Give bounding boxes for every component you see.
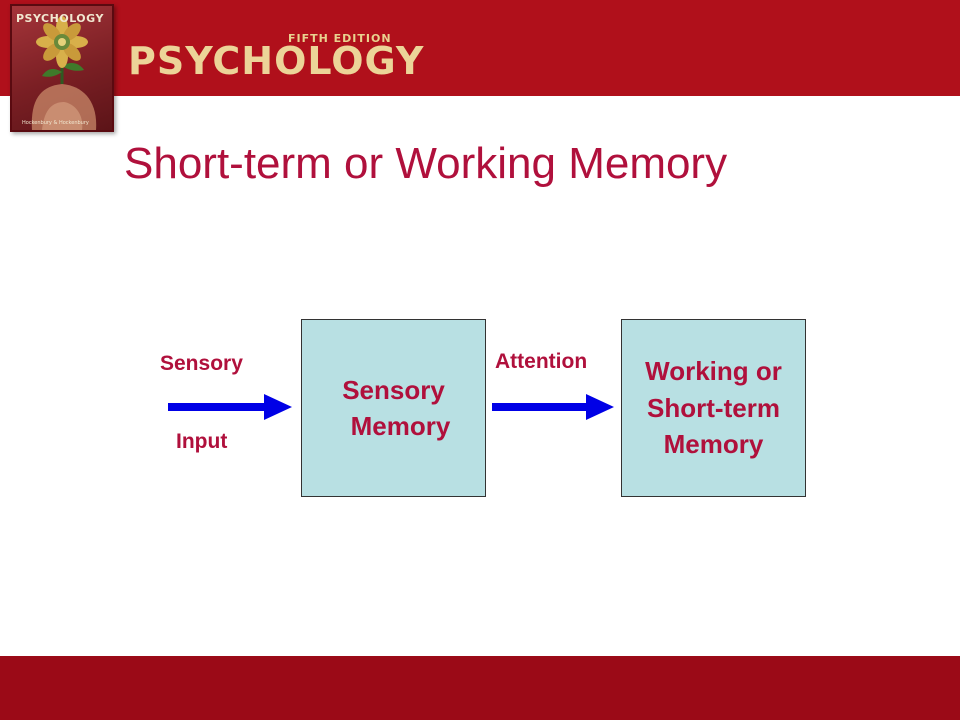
sensory-memory-line-2: Memory (350, 411, 451, 441)
edition-label: FIFTH EDITION (288, 32, 392, 45)
cover-title: PSYCHOLOGY (16, 12, 104, 25)
working-memory-line-1: Working or (645, 356, 782, 387)
working-memory-line-2: Short-term (647, 392, 780, 423)
book-cover-image: PSYCHOLOGY Hockenbury & Hockenbury (10, 4, 114, 132)
flower-head-illustration (31, 16, 97, 130)
book-title: PSYCHOLOGY (128, 39, 425, 83)
slide-title: Short-term or Working Memory (124, 139, 728, 188)
attention-arrow (492, 394, 614, 420)
sensory-input-label-top: Sensory (160, 352, 243, 375)
attention-label: Attention (495, 350, 588, 373)
working-memory-line-3: Memory (663, 429, 764, 460)
footer-band (0, 656, 960, 720)
working-memory-box: Working or Short-term Memory (621, 319, 806, 497)
header-band (0, 0, 960, 96)
sensory-input-label-bottom: Input (176, 430, 228, 453)
sensory-memory-line-1: Sensory (342, 374, 445, 405)
sensory-memory-box: Sensory Memory (301, 319, 486, 497)
input-arrow (168, 394, 292, 420)
cover-authors: Hockenbury & Hockenbury (22, 120, 89, 126)
